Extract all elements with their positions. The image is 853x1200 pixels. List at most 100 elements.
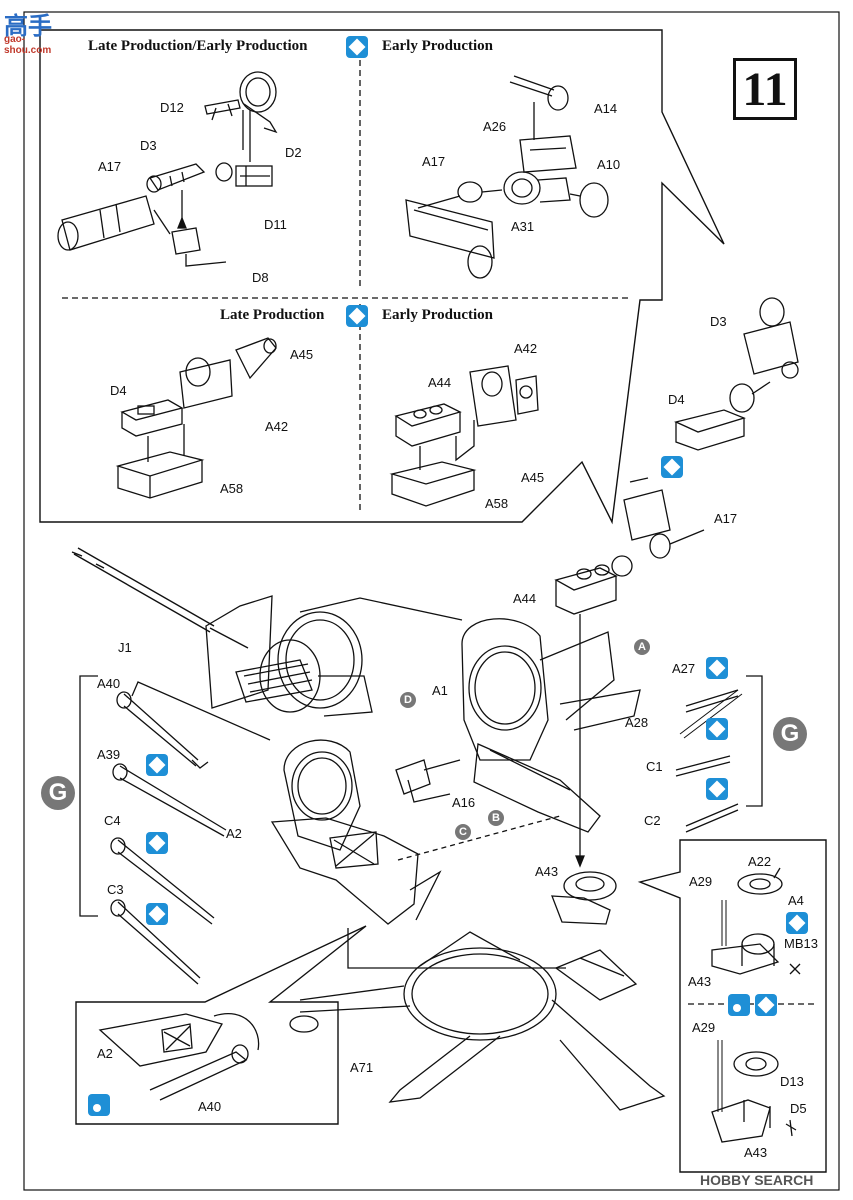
watermark-logo-left: 高手 gao-shou.com [4,6,52,56]
part-label: C3 [107,882,124,897]
inset-panel-top [39,29,725,525]
option-swap-icon [755,994,777,1016]
part-label: C2 [644,813,661,828]
part-label: A10 [597,157,621,172]
housing-a14 [519,135,577,173]
ring-a43 [551,871,617,925]
part-label: A39 [97,747,121,762]
part-label: D12 [160,100,184,115]
base-a58-late [115,451,205,499]
step-number-box: 11 [733,58,797,120]
part-label: D11 [264,217,287,232]
leader-a40 [131,681,271,741]
part-label: A28 [625,715,649,730]
step-number: 11 [742,62,788,116]
part-label: C1 [646,759,663,774]
sight-part-d2 [239,71,278,134]
option-swap-icon [146,754,168,776]
part-label: A2 [97,1046,113,1061]
sight-a45-late [235,337,277,380]
rod-c1 [675,755,731,777]
mount-part-a17-tl [57,195,155,251]
rod-c3 [110,899,201,985]
part-label: J1 [118,640,132,655]
sight-part-d12 [204,99,241,121]
detail-a43-upper [711,867,801,975]
barrel-j1 [71,547,249,649]
header-early-production-bottom: Early Production [382,307,493,323]
bracket-a17-right [623,477,671,559]
callout-d: D [400,692,416,708]
part-label: MB13 [784,936,818,951]
part-label: A43 [688,974,712,989]
part-label: A17 [422,154,446,169]
group-marker-g-right: G [773,717,807,751]
sight-part-d11 [215,162,273,187]
bracket-g-left [79,675,98,917]
part-label: A58 [220,481,244,496]
cradle-a1 [461,618,641,833]
paint-icon [728,994,750,1016]
housing-a42-late [179,357,233,409]
bracket-g-right [746,675,763,807]
arrow-a17-tr [417,195,461,209]
watermark-left-text: 高手 [4,13,52,40]
sight-part-d8 [171,227,227,267]
rod-a39 [112,763,227,837]
leader-a17-tl [153,209,171,235]
side-frame-a2 [270,739,442,925]
part-label: A44 [428,375,452,390]
part-label: A71 [350,1060,374,1075]
header-late-production: Late Production [220,307,325,323]
plate-a45-early [515,375,539,415]
header-early-production-top: Early Production [382,38,493,54]
option-swap-icon [146,903,168,925]
inset-bottom-left [75,925,367,1125]
part-label: A40 [97,676,121,691]
arrow-a16 [423,759,461,771]
part-label: A4 [788,893,804,908]
option-swap-icon [706,657,728,679]
part-label: A17 [98,159,122,174]
arrow-d3 [177,216,187,229]
part-label: A58 [485,496,509,511]
body-a31 [457,171,571,205]
base-a58-early [389,461,477,507]
assembly-a44-right [554,555,633,615]
detail-a43-lower [711,1040,797,1143]
part-label: A17 [714,511,738,526]
bracket-a16 [395,759,451,803]
part-label: A16 [452,795,476,810]
bracket-a42-early [469,365,517,427]
leader-d3-right [751,381,771,395]
arrow-a10 [569,193,581,197]
option-swap-icon [346,36,368,58]
group-marker-g-left: G [41,776,75,810]
part-label: D3 [140,138,157,153]
lens-a10 [579,182,609,218]
rod-a27 [685,689,739,713]
housing-d4-right [674,383,755,451]
part-label: D8 [252,270,269,285]
part-label: C4 [104,813,121,828]
part-label: A42 [514,341,538,356]
leader-a17-right [669,529,705,545]
option-swap-icon [786,912,808,934]
header-late-early-production: Late Production/Early Production [88,38,308,54]
connector-line-base [347,928,566,969]
rod-c4 [110,837,215,925]
part-label: A43 [744,1145,768,1160]
callout-b: B [488,810,504,826]
telescope-a26 [509,75,569,111]
leader-a44-early [419,420,475,470]
callout-a: A [634,639,650,655]
part-label: D2 [285,145,302,160]
detail-a2-a40 [98,1013,260,1101]
paint-icon [88,1094,110,1116]
part-label: D5 [790,1101,807,1116]
callout-c: C [455,824,471,840]
rod-c2 [685,803,739,833]
part-label: A22 [748,854,772,869]
page-frame [23,11,840,1191]
